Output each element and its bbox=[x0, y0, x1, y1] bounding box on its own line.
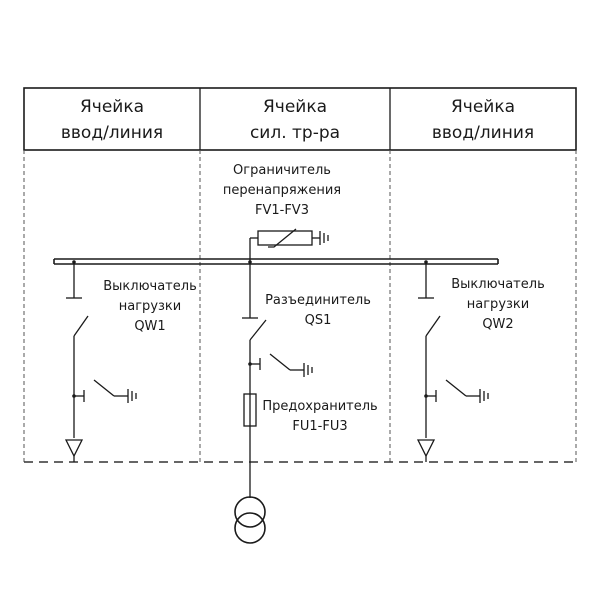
qw1-ground-icon bbox=[127, 389, 137, 403]
cell-right-subtitle: ввод/линия bbox=[432, 123, 534, 143]
qw2-label-line-1: Выключатель bbox=[451, 277, 544, 292]
fuse-label: Предохранитель FU1-FU3 bbox=[262, 399, 377, 434]
feeder-right bbox=[416, 264, 489, 462]
qs1-label-line-2: QS1 bbox=[305, 313, 332, 328]
disconnector-label: Разъединитель QS1 bbox=[265, 293, 371, 328]
cell-middle-subtitle: сил. тр-ра bbox=[250, 123, 340, 143]
qs1-label-line-1: Разъединитель bbox=[265, 293, 371, 308]
fuse-label-line-1: Предохранитель bbox=[262, 399, 377, 414]
busbar bbox=[53, 258, 499, 265]
load-switch-right-label: Выключатель нагрузки QW2 bbox=[451, 277, 544, 332]
qw2-label-line-2: нагрузки bbox=[467, 297, 529, 312]
feeder-middle bbox=[234, 264, 313, 544]
qs1-contact-blade bbox=[249, 319, 267, 341]
feeder-left bbox=[64, 264, 137, 462]
busbar-node-left bbox=[72, 260, 76, 264]
qw2-cable-termination-icon bbox=[416, 439, 436, 458]
qw2-earth-switch-blade bbox=[445, 379, 467, 397]
surge-arrester-label: Ограничитель перенапряжения FV1-FV3 bbox=[223, 163, 341, 218]
header-frame bbox=[23, 87, 577, 151]
qw1-contact-blade bbox=[73, 315, 89, 337]
cell-left-subtitle: ввод/линия bbox=[61, 123, 163, 143]
busbar-node-right bbox=[424, 260, 428, 264]
transformer-icon bbox=[234, 496, 266, 544]
qw1-label-line-3: QW1 bbox=[134, 319, 165, 334]
header-table: Ячейка ввод/линия Ячейка сил. тр-ра Ячей… bbox=[23, 87, 577, 151]
qw1-label-line-1: Выключатель bbox=[103, 279, 196, 294]
cell-boundaries bbox=[23, 150, 577, 463]
qw2-ground-icon bbox=[479, 389, 489, 403]
load-switch-left-label: Выключатель нагрузки QW1 bbox=[103, 279, 196, 334]
qw1-earth-switch-blade bbox=[93, 379, 115, 397]
qw1-cable-termination-icon bbox=[64, 439, 84, 458]
busbar-node-middle bbox=[248, 260, 252, 264]
surge-arrester-symbol bbox=[249, 228, 329, 262]
cell-left-title: Ячейка bbox=[80, 97, 144, 117]
cell-middle-title: Ячейка bbox=[263, 97, 327, 117]
qs1-ground-icon bbox=[303, 363, 313, 377]
qw2-label-line-3: QW2 bbox=[482, 317, 513, 332]
qw1-label-line-2: нагрузки bbox=[119, 299, 181, 314]
arrester-varistor-mark bbox=[268, 228, 297, 248]
qw2-contact-blade bbox=[425, 315, 441, 337]
qs1-earth-switch-blade bbox=[269, 353, 291, 371]
arrester-label-line-2: перенапряжения bbox=[223, 183, 341, 198]
arrester-ground-icon bbox=[319, 231, 329, 245]
fuse-label-line-2: FU1-FU3 bbox=[292, 419, 347, 434]
cell-right-title: Ячейка bbox=[451, 97, 515, 117]
arrester-label-line-3: FV1-FV3 bbox=[255, 203, 309, 218]
arrester-label-line-1: Ограничитель bbox=[233, 163, 331, 178]
